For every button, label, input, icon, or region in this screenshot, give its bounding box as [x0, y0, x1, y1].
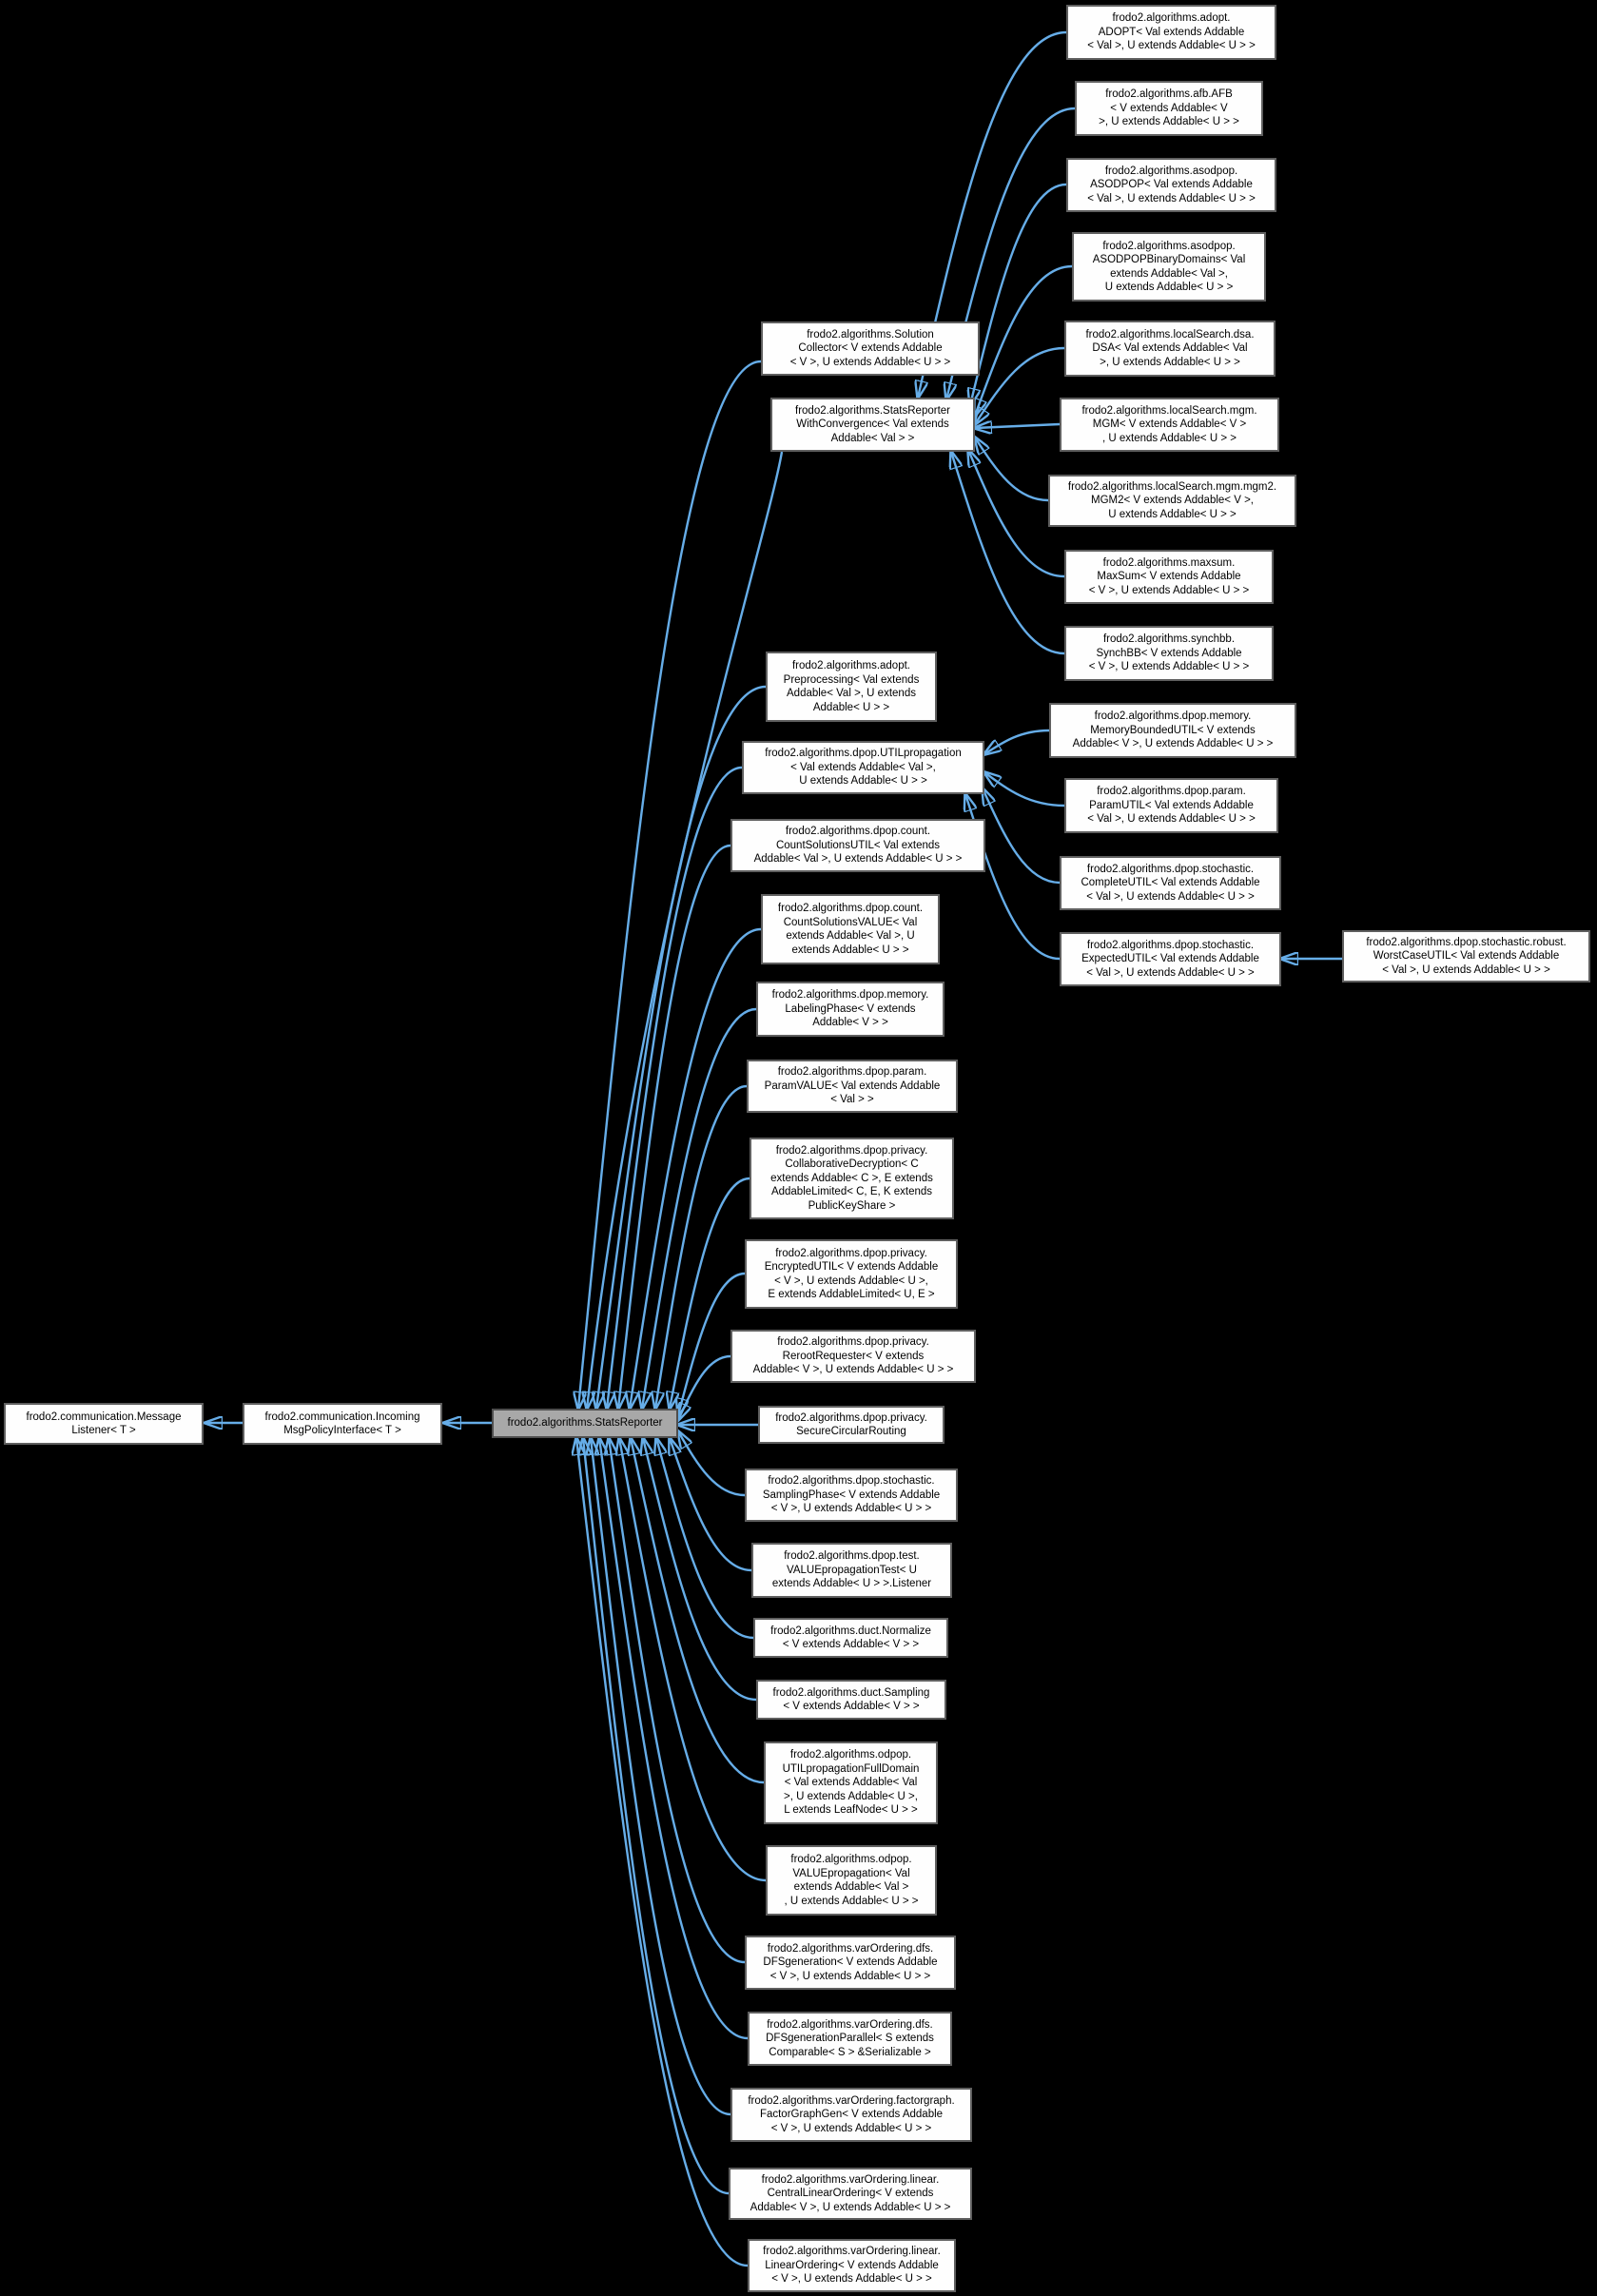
class-node-dfs-generation[interactable]: frodo2.algorithms.varOrdering.dfs. DFSge… — [745, 1936, 956, 1990]
inheritance-edge-memory-bounded-util--util-propagation — [984, 729, 1050, 754]
class-node-duct-normalize[interactable]: frodo2.algorithms.duct.Normalize < V ext… — [753, 1618, 948, 1658]
class-node-asodpop[interactable]: frodo2.algorithms.asodpop. ASODPOP< Val … — [1066, 158, 1276, 212]
inheritance-edge-asodpop--stats-reporter-with-convergence — [970, 183, 1067, 405]
inheritance-edge-count-solutions-util--stats-reporter — [618, 844, 731, 1409]
class-node-factor-graph-gen[interactable]: frodo2.algorithms.varOrdering.factorgrap… — [730, 2088, 972, 2142]
inheritance-edge-odpop-value-propagation--stats-reporter — [619, 1438, 767, 1882]
class-node-expected-util[interactable]: frodo2.algorithms.dpop.stochastic. Expec… — [1060, 932, 1281, 986]
class-node-count-solutions-util[interactable]: frodo2.algorithms.dpop.count. CountSolut… — [730, 819, 985, 872]
inheritance-edge-stats-reporter-with-convergence--stats-reporter — [587, 451, 784, 1409]
class-node-mgm[interactable]: frodo2.algorithms.localSearch.mgm. MGM< … — [1060, 398, 1279, 452]
inheritance-edge-dfs-generation-parallel--stats-reporter — [599, 1438, 749, 2040]
inheritance-edge-count-solutions-value--stats-reporter — [630, 927, 762, 1409]
class-node-value-propagation-test-listener[interactable]: frodo2.algorithms.dpop.test. VALUEpropag… — [751, 1543, 952, 1598]
class-node-collaborative-decryption[interactable]: frodo2.algorithms.dpop.privacy. Collabor… — [750, 1138, 954, 1219]
class-node-mgm2[interactable]: frodo2.algorithms.localSearch.mgm.mgm2. … — [1048, 475, 1296, 527]
inheritance-edge-asodpop-binary-domains--stats-reporter-with-convergence — [975, 264, 1073, 416]
inheritance-edge-param-value--stats-reporter — [655, 1084, 748, 1409]
class-node-duct-sampling[interactable]: frodo2.algorithms.duct.Sampling < V exte… — [756, 1680, 946, 1720]
class-node-odpop-value-propagation[interactable]: frodo2.algorithms.odpop. VALUEpropagatio… — [766, 1845, 937, 1916]
inheritance-edge-duct-sampling--stats-reporter — [643, 1438, 757, 1702]
inheritance-edge-duct-normalize--stats-reporter — [656, 1438, 754, 1640]
inheritance-edge-linear-ordering--stats-reporter — [576, 1438, 749, 2267]
class-node-encrypted-util[interactable]: frodo2.algorithms.dpop.privacy. Encrypte… — [745, 1239, 958, 1309]
class-node-incoming-msg-policy-interface[interactable]: frodo2.communication.Incoming MsgPolicyI… — [243, 1403, 442, 1445]
class-node-util-propagation-full-domain[interactable]: frodo2.algorithms.odpop. UTILpropagation… — [764, 1741, 938, 1824]
inheritance-edge-param-util--util-propagation — [984, 772, 1065, 807]
inheritance-edge-dsa--stats-reporter-with-convergence — [975, 346, 1065, 424]
inheritance-edge-mgm2--stats-reporter-with-convergence — [975, 438, 1049, 502]
inheritance-edge-maxsum--stats-reporter-with-convergence — [968, 450, 1065, 578]
class-node-afb[interactable]: frodo2.algorithms.afb.AFB < V extends Ad… — [1075, 81, 1263, 136]
class-node-stats-reporter-with-convergence[interactable]: frodo2.algorithms.StatsReporter WithConv… — [770, 398, 975, 452]
inheritance-edge-sampling-phase--stats-reporter — [678, 1431, 746, 1497]
class-node-preprocessing[interactable]: frodo2.algorithms.adopt. Preprocessing< … — [766, 652, 937, 722]
inheritance-edge-labeling-phase--stats-reporter — [642, 1007, 757, 1409]
inheritance-edge-value-propagation-test-listener--stats-reporter — [670, 1438, 752, 1572]
class-node-stats-reporter: frodo2.algorithms.StatsReporter — [492, 1409, 678, 1438]
inheritance-edge-util-propagation--stats-reporter — [607, 766, 743, 1409]
inheritance-edge-dfs-generation--stats-reporter — [609, 1438, 746, 1964]
class-node-labeling-phase[interactable]: frodo2.algorithms.dpop.memory. LabelingP… — [756, 982, 945, 1037]
class-node-complete-util[interactable]: frodo2.algorithms.dpop.stochastic. Compl… — [1060, 856, 1281, 910]
class-node-dsa[interactable]: frodo2.algorithms.localSearch.dsa. DSA< … — [1064, 321, 1276, 377]
class-node-solution-collector[interactable]: frodo2.algorithms.Solution Collector< V … — [761, 321, 980, 376]
class-node-adopt[interactable]: frodo2.algorithms.adopt. ADOPT< Val exte… — [1066, 5, 1276, 60]
class-node-memory-bounded-util[interactable]: frodo2.algorithms.dpop.memory. MemoryBou… — [1049, 703, 1296, 758]
class-node-linear-ordering[interactable]: frodo2.algorithms.varOrdering.linear. Li… — [748, 2239, 956, 2292]
class-node-reroot-requester[interactable]: frodo2.algorithms.dpop.privacy. RerootRe… — [730, 1330, 976, 1383]
inheritance-edge-solution-collector--stats-reporter — [578, 360, 762, 1409]
class-node-secure-circular-routing[interactable]: frodo2.algorithms.dpop.privacy. SecureCi… — [758, 1406, 945, 1444]
class-node-central-linear-ordering[interactable]: frodo2.algorithms.varOrdering.linear. Ce… — [729, 2168, 972, 2220]
class-node-param-util[interactable]: frodo2.algorithms.dpop.param. ParamUTIL<… — [1064, 778, 1278, 833]
class-node-message-listener[interactable]: frodo2.communication.Message Listener< T… — [4, 1403, 204, 1445]
inheritance-edge-encrypted-util--stats-reporter — [678, 1272, 746, 1415]
class-node-dfs-generation-parallel[interactable]: frodo2.algorithms.varOrdering.dfs. DFSge… — [748, 2012, 952, 2066]
inheritance-edge-mgm--stats-reporter-with-convergence — [975, 424, 1061, 428]
inheritance-edge-collaborative-decryption--stats-reporter — [670, 1177, 750, 1409]
class-node-worst-case-util[interactable]: frodo2.algorithms.dpop.stochastic.robust… — [1342, 930, 1590, 983]
inheritance-edge-reroot-requester--stats-reporter — [678, 1354, 731, 1420]
inheritance-edge-util-propagation-full-domain--stats-reporter — [631, 1438, 765, 1784]
inheritance-edge-central-linear-ordering--stats-reporter — [583, 1438, 730, 2195]
inheritance-edge-complete-util--util-propagation — [983, 788, 1061, 885]
inheritance-edge-synchbb--stats-reporter-with-convergence — [951, 452, 1065, 655]
class-node-synchbb[interactable]: frodo2.algorithms.synchbb. SynchBB< V ex… — [1064, 626, 1274, 681]
class-node-asodpop-binary-domains[interactable]: frodo2.algorithms.asodpop. ASODPOPBinary… — [1072, 232, 1266, 302]
class-node-util-propagation[interactable]: frodo2.algorithms.dpop.UTILpropagation <… — [742, 741, 984, 794]
class-node-sampling-phase[interactable]: frodo2.algorithms.dpop.stochastic. Sampl… — [745, 1469, 958, 1522]
class-node-param-value[interactable]: frodo2.algorithms.dpop.param. ParamVALUE… — [747, 1060, 958, 1113]
inheritance-edge-factor-graph-gen--stats-reporter — [591, 1438, 731, 2116]
class-node-count-solutions-value[interactable]: frodo2.algorithms.dpop.count. CountSolut… — [761, 894, 940, 964]
inheritance-edge-preprocessing--stats-reporter — [596, 685, 767, 1409]
class-node-maxsum[interactable]: frodo2.algorithms.maxsum. MaxSum< V exte… — [1064, 550, 1274, 604]
